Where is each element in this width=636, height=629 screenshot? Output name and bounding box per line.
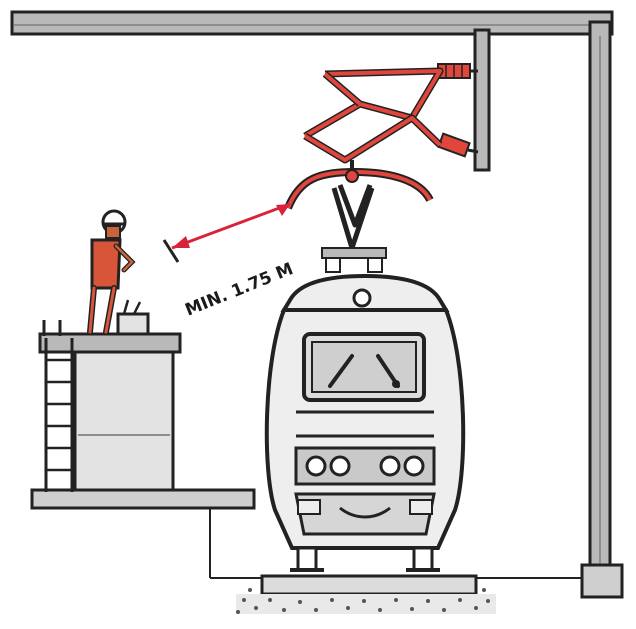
- platform-ladder: [46, 338, 72, 492]
- rail-sleeper: [262, 576, 476, 594]
- clearance-label: MIN. 1.75 M: [182, 259, 296, 320]
- train-headlight-top: [354, 290, 370, 306]
- gantry-beam: [12, 12, 612, 34]
- platform-body: [75, 352, 173, 492]
- pantograph-collector-head: [288, 172, 430, 208]
- clearance-arrowhead-left: [172, 236, 190, 248]
- pantograph-mount: [322, 248, 386, 258]
- train-headlight: [405, 457, 423, 475]
- train-bumper-left: [298, 500, 320, 514]
- platform-base: [32, 490, 254, 508]
- lower-insulator: [438, 134, 478, 157]
- clearance-arrow-line: [172, 204, 290, 248]
- pantograph-base-frame: [334, 185, 372, 248]
- gantry-drop-bracket: [475, 30, 489, 170]
- train-bogie-left: [298, 548, 316, 570]
- pantograph-icon: [288, 64, 478, 272]
- train-bogie-right: [414, 548, 432, 570]
- worker-toolbox: [118, 314, 148, 334]
- platform-deck: [40, 334, 180, 352]
- train-headlight: [381, 457, 399, 475]
- mast-foundation: [582, 565, 622, 597]
- clearance-dimension: MIN. 1.75 M: [164, 204, 296, 321]
- worker-head: [106, 226, 120, 238]
- clearance-tick-left: [164, 240, 178, 262]
- track-ballast: [236, 576, 496, 614]
- train-headlight: [331, 457, 349, 475]
- train-bumper-right: [410, 500, 432, 514]
- locomotive-front-icon: [267, 276, 463, 570]
- person-working-icon: [90, 211, 148, 334]
- upper-insulator: [438, 64, 478, 78]
- train-headlight: [307, 457, 325, 475]
- ballast-bed: [236, 594, 496, 614]
